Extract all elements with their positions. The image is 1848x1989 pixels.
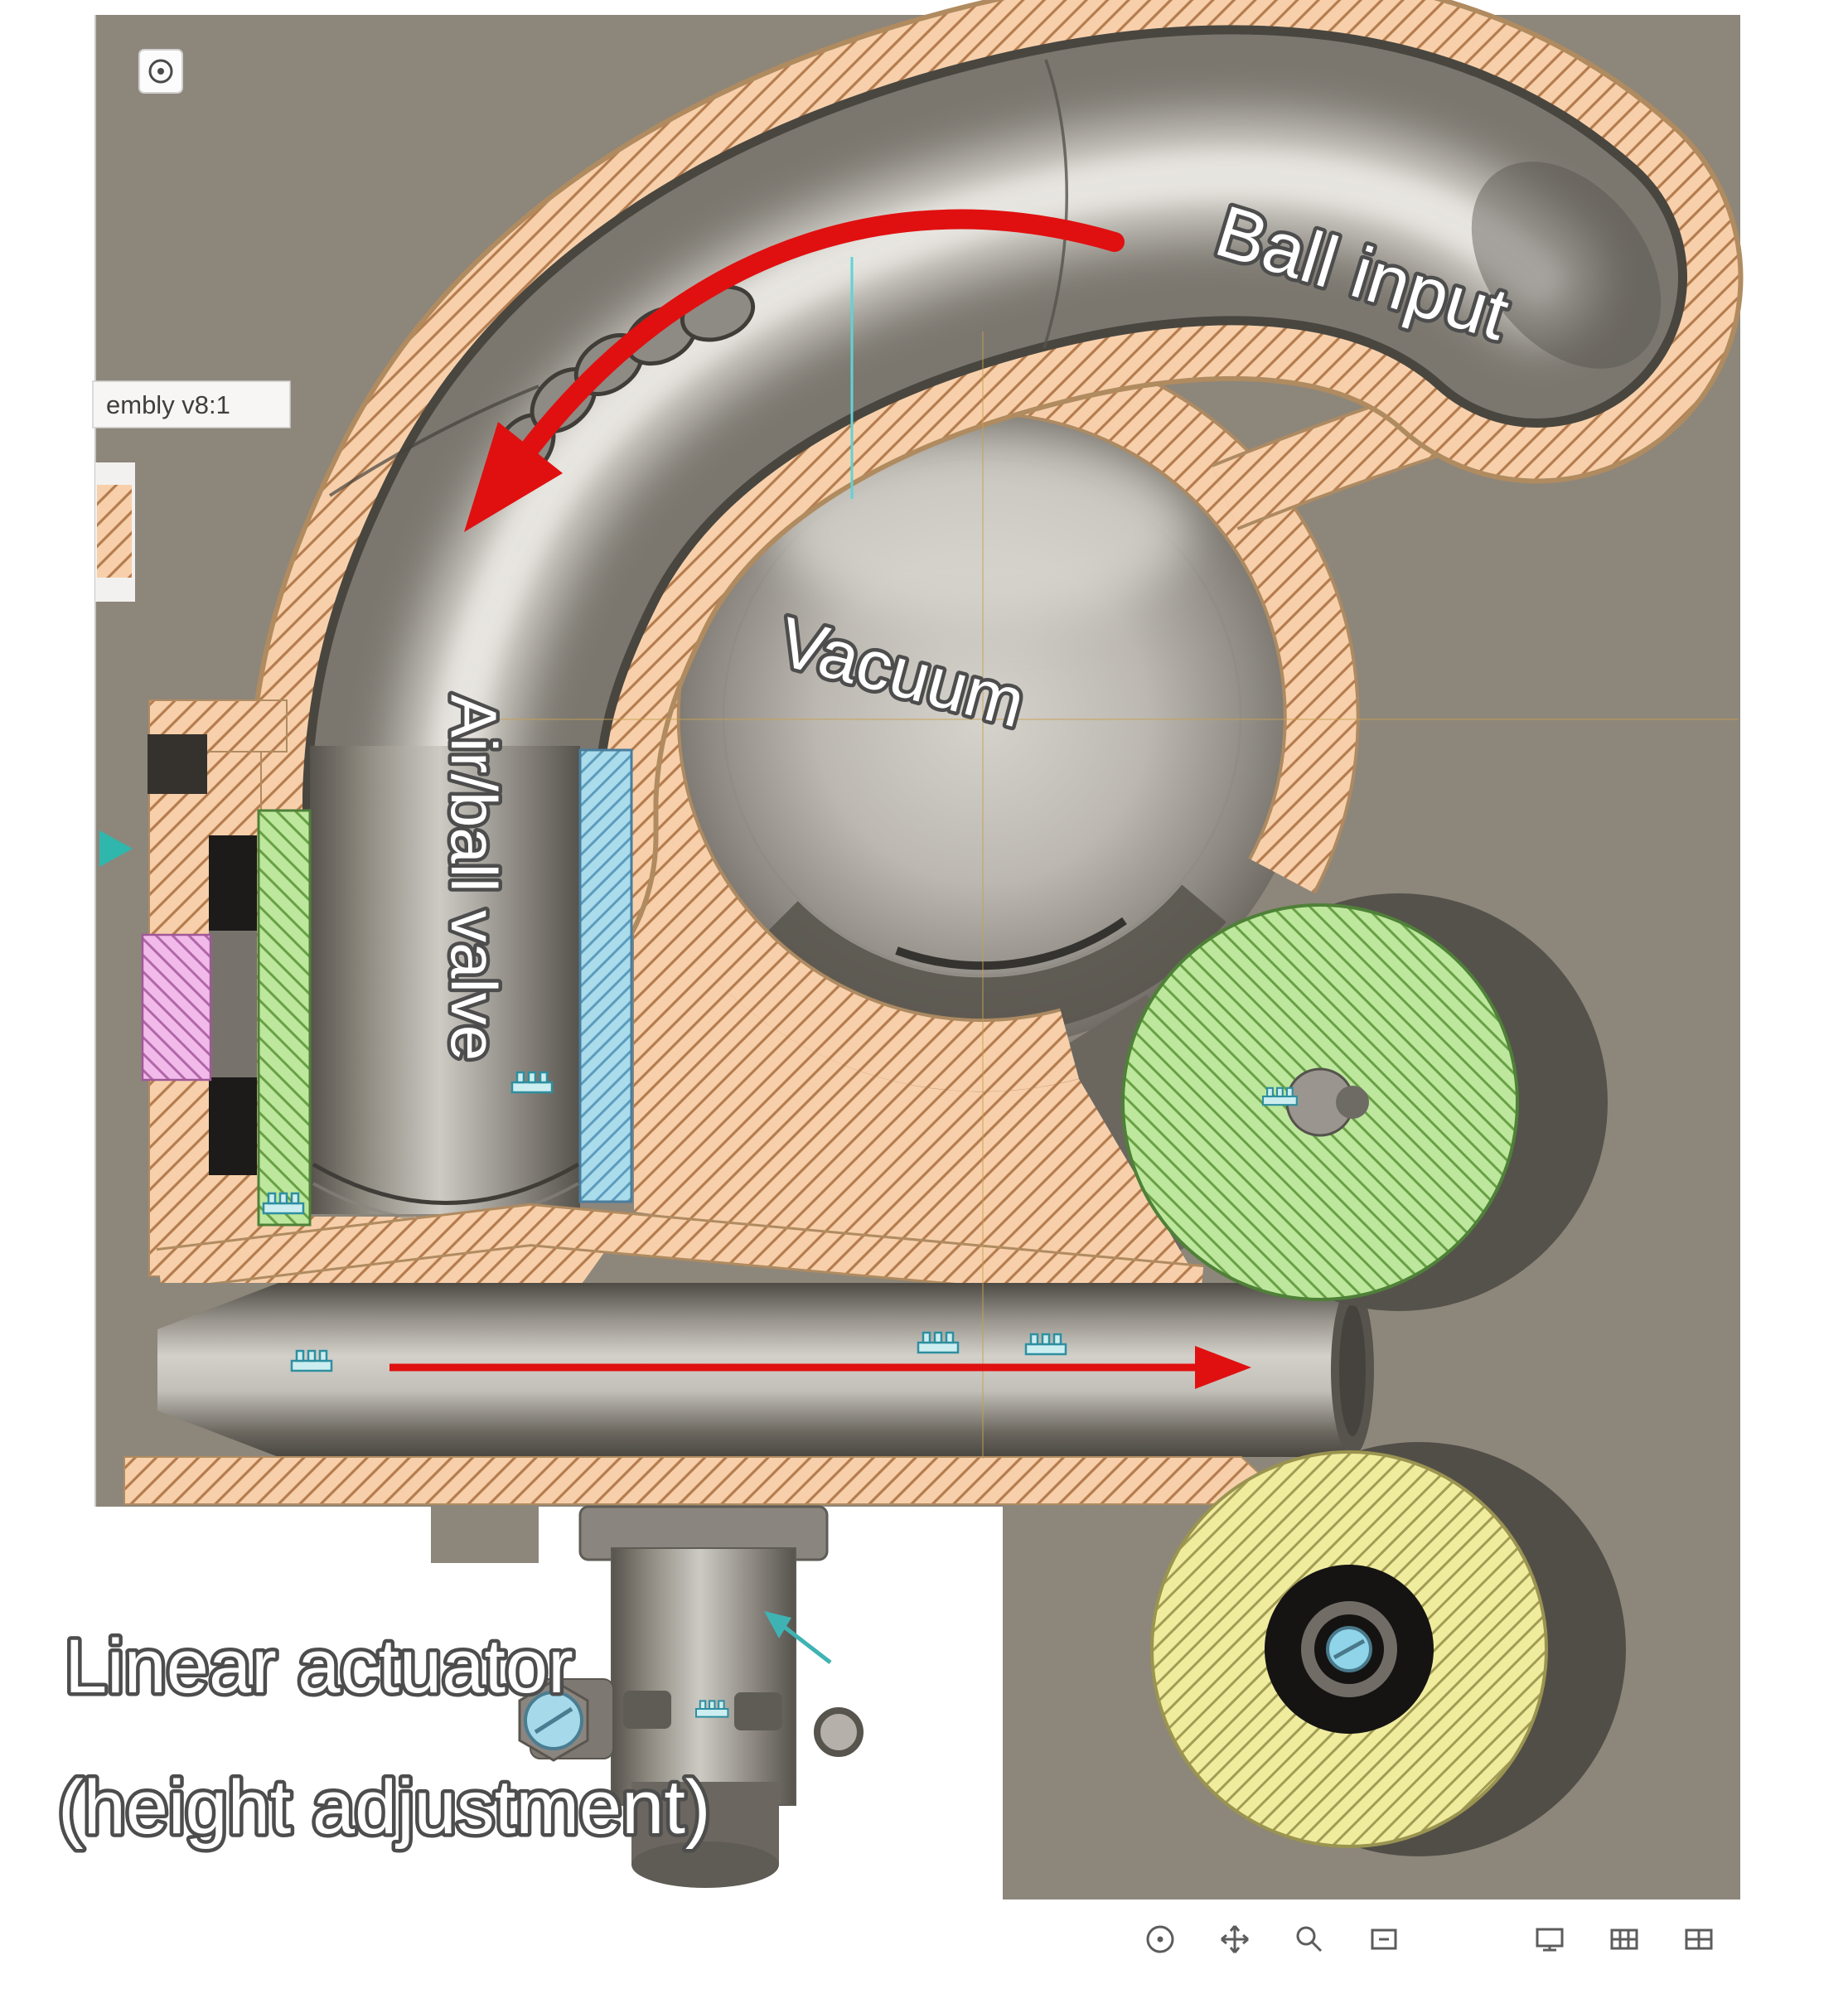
- assembly-browser-label[interactable]: embly v8:1: [92, 380, 291, 428]
- yellow-bearing-wheel: [1150, 1442, 1626, 1856]
- orbit-icon[interactable]: [1146, 1925, 1174, 1953]
- navigation-toolbar: [1146, 1925, 1713, 1953]
- display-settings-icon[interactable]: [1536, 1928, 1564, 1952]
- app-chrome: embly v8:1: [92, 49, 1713, 1953]
- grid-icon[interactable]: [1610, 1929, 1638, 1950]
- origin-target-icon: [148, 59, 173, 84]
- valve-seal-green: [257, 809, 312, 1227]
- barrel-tube: [123, 1203, 1374, 1505]
- ball-flow-arrows: [389, 209, 1251, 1389]
- housing-wedge-section: [634, 855, 1203, 1290]
- linear-actuator: [518, 1505, 864, 1888]
- pan-icon[interactable]: [1221, 1925, 1249, 1953]
- green-roller-wheel: [1121, 893, 1608, 1311]
- model-cross-section: [95, 0, 1744, 1888]
- zoom-icon[interactable]: [1296, 1926, 1323, 1953]
- origin-axes: [497, 332, 1739, 1459]
- valve-liner-blue: [578, 748, 633, 1203]
- assembly-version-text: embly v8:1: [106, 390, 230, 419]
- valve-bushing-pink: [141, 933, 212, 1082]
- view-origin-button[interactable]: [138, 49, 183, 94]
- linear-actuator-label-line1: Linear actuator: [65, 1624, 573, 1709]
- linear-actuator-label-line2: (height adjustment): [58, 1765, 711, 1850]
- air-ball-valve-assembly: [95, 462, 633, 1286]
- fit-view-icon[interactable]: [1371, 1929, 1397, 1950]
- air-ball-valve-label: Air/ball valve: [438, 694, 510, 1061]
- section-flag-icon: [99, 830, 133, 867]
- ball-input-tube: [246, 0, 1744, 1043]
- viewports-icon[interactable]: [1685, 1929, 1713, 1950]
